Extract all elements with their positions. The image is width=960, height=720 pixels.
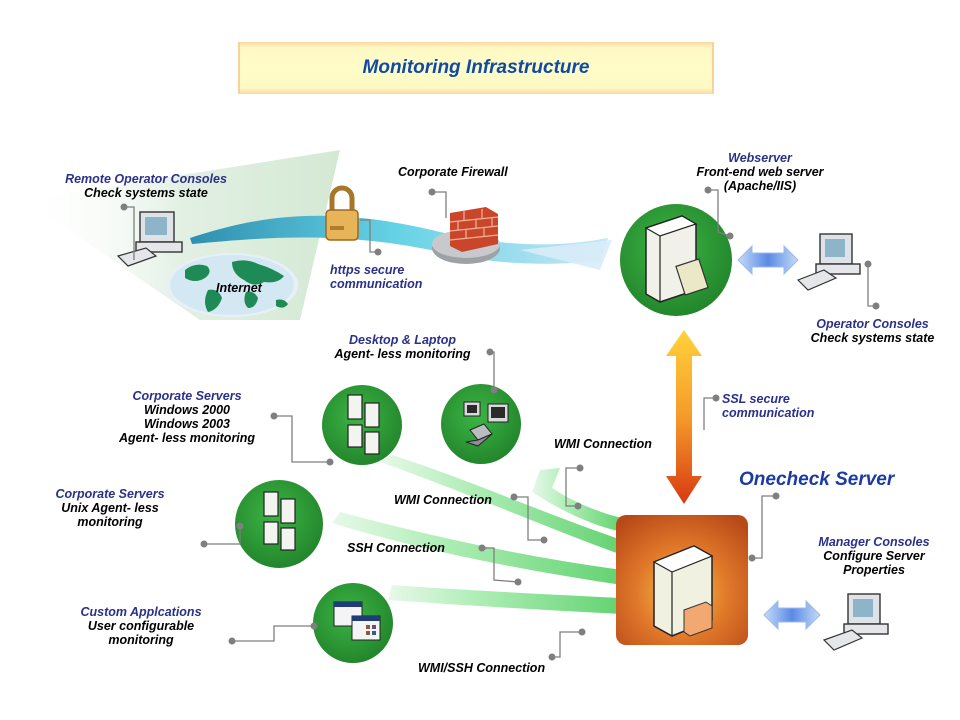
https-tube: [190, 215, 608, 264]
application-windows-icon: [333, 601, 381, 641]
desktop-laptop-heading: Desktop & Laptop: [349, 333, 456, 347]
https-line-2: communication: [330, 277, 423, 291]
https-tube-arrowhead: [520, 240, 612, 270]
corporate-servers-windows-label: Corporate Servers Windows 2000 Windows 2…: [112, 389, 262, 445]
corporate-servers-unix-heading: Corporate Servers: [55, 487, 165, 501]
corporate-servers-unix-sub-2: monitoring: [77, 515, 143, 529]
operator-consoles-label: Operator Consoles Check systems state: [800, 317, 945, 345]
manager-consoles-sub-2: Properties: [843, 563, 905, 577]
webserver-sub-2: (Apache/IIS): [723, 179, 797, 193]
custom-applications-sub-2: monitoring: [108, 633, 174, 647]
firewall-icon: [432, 207, 500, 264]
corporate-servers-windows-heading: Corporate Servers: [132, 389, 242, 403]
title-banner: Monitoring Infrastructure: [238, 42, 714, 94]
wmi-mid-arrow: [380, 455, 622, 555]
https-line-1: https secure: [330, 263, 405, 277]
ssl-double-arrow: [666, 330, 702, 504]
operator-consoles-heading: Operator Consoles: [816, 317, 929, 331]
onecheck-server-icon: [652, 545, 714, 637]
lock-icon: [325, 185, 359, 241]
ssl-line-1: SSL secure: [722, 392, 790, 406]
ssl-line-2: communication: [722, 406, 815, 420]
webserver-heading: Webserver: [728, 151, 792, 165]
webserver-label: Webserver Front-end web server (Apache/I…: [680, 151, 840, 193]
operator-console-computer-icon: [796, 233, 861, 291]
internet-label: Internet: [216, 281, 262, 295]
windows-server-cluster-icon: [347, 394, 380, 455]
corporate-servers-windows-sub-2: Windows 2003: [143, 417, 231, 431]
wmi-ssh-arrow: [388, 585, 622, 614]
ssl-label: SSL secure communication: [722, 392, 814, 420]
ssh-connection-label: SSH Connection: [347, 541, 445, 555]
manager-consoles-sub-1: Configure Server: [823, 549, 925, 563]
ssh-arrow: [332, 512, 622, 585]
custom-applications-heading: Custom Applcations: [80, 605, 202, 619]
https-label: https secure communication: [330, 263, 422, 291]
wmi-mid-connection-label: WMI Connection: [394, 493, 492, 507]
world-map-icon: [170, 255, 294, 315]
desktop-laptop-node: [441, 384, 521, 464]
callout-dots: [120, 186, 880, 661]
webserver-sub-1: Front-end web server: [696, 165, 824, 179]
custom-applications-sub-1: User configurable: [87, 619, 195, 633]
onecheck-server-label: Onecheck Server: [739, 469, 895, 490]
desktop-laptop-icon: [463, 401, 509, 447]
custom-applications-label: Custom Applcations User configurable mon…: [66, 605, 216, 647]
operator-consoles-sub: Check systems state: [810, 331, 935, 345]
wmi-ssh-connection-label: WMI/SSH Connection: [418, 661, 546, 675]
wmi-top-arrow: [532, 468, 622, 532]
corporate-servers-windows-sub-3: Agent- less monitoring: [118, 431, 256, 445]
desktop-laptop-sub: Agent- less monitoring: [334, 347, 471, 361]
corporate-servers-unix-sub-1: Unix Agent- less: [61, 501, 159, 515]
manager-consoles-heading: Manager Consoles: [818, 535, 930, 549]
manager-console-computer-icon: [822, 593, 889, 651]
unix-server-cluster-icon: [263, 491, 296, 551]
desktop-laptop-label: Desktop & Laptop Agent- less monitoring: [325, 333, 480, 361]
remote-operator-consoles-heading: Remote Operator Consoles: [65, 172, 227, 186]
manager-consoles-label: Manager Consoles Configure Server Proper…: [806, 535, 942, 577]
webserver-operator-double-arrow: [737, 244, 799, 276]
corporate-servers-windows-sub-1: Windows 2000: [143, 403, 231, 417]
remote-console-computer-icon: [116, 211, 183, 267]
remote-operator-consoles-sub: Check systems state: [84, 186, 208, 200]
wmi-top-connection-label: WMI Connection: [554, 437, 652, 451]
onecheck-manager-double-arrow: [763, 599, 821, 631]
corporate-servers-unix-label: Corporate Servers Unix Agent- less monit…: [40, 487, 180, 529]
diagram-title: Monitoring Infrastructure: [362, 57, 590, 78]
corporate-servers-unix-node: [235, 480, 323, 568]
remote-operator-consoles-label: Remote Operator Consoles Check systems s…: [56, 172, 236, 200]
corporate-firewall-label: Corporate Firewall: [398, 165, 508, 179]
webserver-server-icon: [644, 215, 709, 303]
